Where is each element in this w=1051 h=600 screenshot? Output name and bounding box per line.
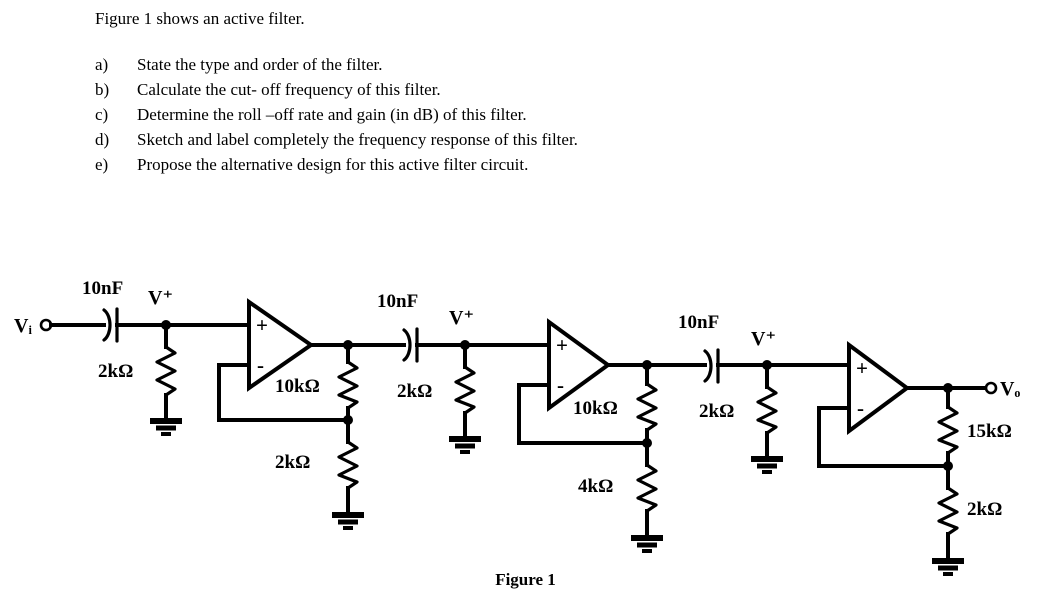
resistor-r3-label: 2kΩ: [699, 401, 734, 422]
question-marker-c: c): [95, 105, 109, 124]
resistor-r2-zigzag: [454, 365, 476, 415]
question-item-a: a) State the type and order of the filte…: [95, 52, 795, 77]
resistor-rf3-zigzag: [937, 405, 959, 455]
ground-symbol-stage3-gain: [932, 558, 964, 576]
capacitor-c1-curved-plate: [102, 308, 112, 342]
resistor-rf1-label: 10kΩ: [275, 376, 320, 397]
figure-caption: Figure 1: [495, 570, 556, 589]
question-item-b: b) Calculate the cut- off frequency of t…: [95, 77, 795, 102]
resistor-r1-label: 2kΩ: [98, 361, 133, 382]
circuit-diagram: Vᵢ 10nF V⁺ 2kΩ + -: [0, 252, 1051, 600]
resistor-r2-label: 2kΩ: [397, 381, 432, 402]
resistor-r3-shunt: [756, 385, 778, 435]
resistor-r1-shunt: [155, 345, 177, 397]
question-item-e: e) Propose the alternative design for th…: [95, 152, 795, 177]
resistor-rg1-label: 2kΩ: [275, 452, 310, 473]
opamp-3-minus-sign: -: [857, 396, 864, 420]
wire-opamp2-feedback: [517, 383, 649, 445]
resistor-rg2-zigzag: [636, 463, 658, 513]
ground-symbol-stage3-shunt: [751, 456, 783, 474]
resistor-rf2-feedback: [636, 382, 658, 432]
ground-symbol-stage2-shunt: [449, 436, 481, 454]
question-text-a: State the type and order of the filter.: [137, 55, 383, 74]
question-text-d: Sketch and label completely the frequenc…: [137, 130, 578, 149]
resistor-r2-shunt: [454, 365, 476, 415]
opamp-1: [247, 298, 315, 392]
ground-symbol-stage2-gain: [631, 535, 663, 553]
opamp-2: [547, 318, 612, 412]
question-marker-a: a): [95, 55, 109, 74]
question-marker-d: d): [95, 130, 110, 149]
question-text-b: Calculate the cut- off frequency of this…: [137, 80, 441, 99]
input-terminal-label: Vᵢ: [14, 315, 32, 337]
resistor-rf2-zigzag: [636, 382, 658, 432]
output-terminal-label: Vₒ: [1000, 378, 1020, 400]
question-item-c: c) Determine the roll –off rate and gain…: [95, 102, 795, 127]
resistor-rg3-zigzag: [937, 486, 959, 536]
resistor-r3-zigzag: [756, 385, 778, 435]
resistor-rg3-gain: [937, 486, 959, 536]
question-marker-b: b): [95, 80, 110, 99]
question-marker-e: e): [95, 155, 109, 174]
stage-3: 10nF V⁺ 2kΩ + - Vₒ: [645, 312, 1020, 576]
resistor-rg2-gain: [636, 463, 658, 513]
opamp-2-plus-sign: +: [556, 333, 568, 357]
resistor-rf3-feedback: [937, 405, 959, 455]
question-item-d: d) Sketch and label completely the frequ…: [95, 127, 795, 152]
resistor-rg2-label: 4kΩ: [578, 476, 613, 497]
capacitor-c1-label: 10nF: [82, 278, 123, 299]
wire-opamp3-feedback: [817, 406, 950, 468]
opamp-3: [847, 341, 911, 435]
resistor-rg3-label: 2kΩ: [967, 499, 1002, 520]
opamp-3-plus-sign: +: [856, 356, 868, 380]
resistor-rf1-zigzag: [337, 360, 359, 410]
question-text-e: Propose the alternative design for this …: [137, 155, 529, 174]
resistor-rf3-label: 15kΩ: [967, 421, 1012, 442]
capacitor-c2-label: 10nF: [377, 291, 418, 312]
capacitor-c2-curved-plate: [402, 328, 412, 362]
opamp-2-minus-sign: -: [557, 373, 564, 397]
capacitor-c3-curved-plate: [703, 349, 713, 383]
stage2-node-label: V⁺: [449, 307, 474, 329]
question-block: Figure 1 shows an active filter. a) Stat…: [95, 8, 795, 177]
ground-symbol-stage1-shunt: [150, 418, 182, 436]
question-list: a) State the type and order of the filte…: [95, 52, 795, 177]
resistor-r1-zigzag: [155, 345, 177, 397]
opamp-1-plus-sign: +: [256, 313, 268, 337]
ground-symbol-stage1-gain: [332, 512, 364, 530]
stage3-node-label: V⁺: [751, 328, 776, 350]
resistor-rg1-zigzag: [337, 440, 359, 490]
opamp-1-minus-sign: -: [257, 353, 264, 377]
resistor-rf2-label: 10kΩ: [573, 398, 618, 419]
question-text-c: Determine the roll –off rate and gain (i…: [137, 105, 527, 124]
capacitor-c3-label: 10nF: [678, 312, 719, 333]
stage1-node-label: V⁺: [148, 287, 173, 309]
output-terminal-circle: [984, 381, 998, 395]
stage-2: 10nF V⁺ 2kΩ + - 10kΩ: [346, 291, 663, 553]
resistor-rf1-feedback: [337, 360, 359, 410]
stage-1: Vᵢ 10nF V⁺ 2kΩ + -: [14, 278, 364, 530]
wire-opamp1-feedback: [217, 363, 350, 422]
intro-text: Figure 1 shows an active filter.: [95, 9, 305, 28]
resistor-rg1-gain: [337, 440, 359, 490]
